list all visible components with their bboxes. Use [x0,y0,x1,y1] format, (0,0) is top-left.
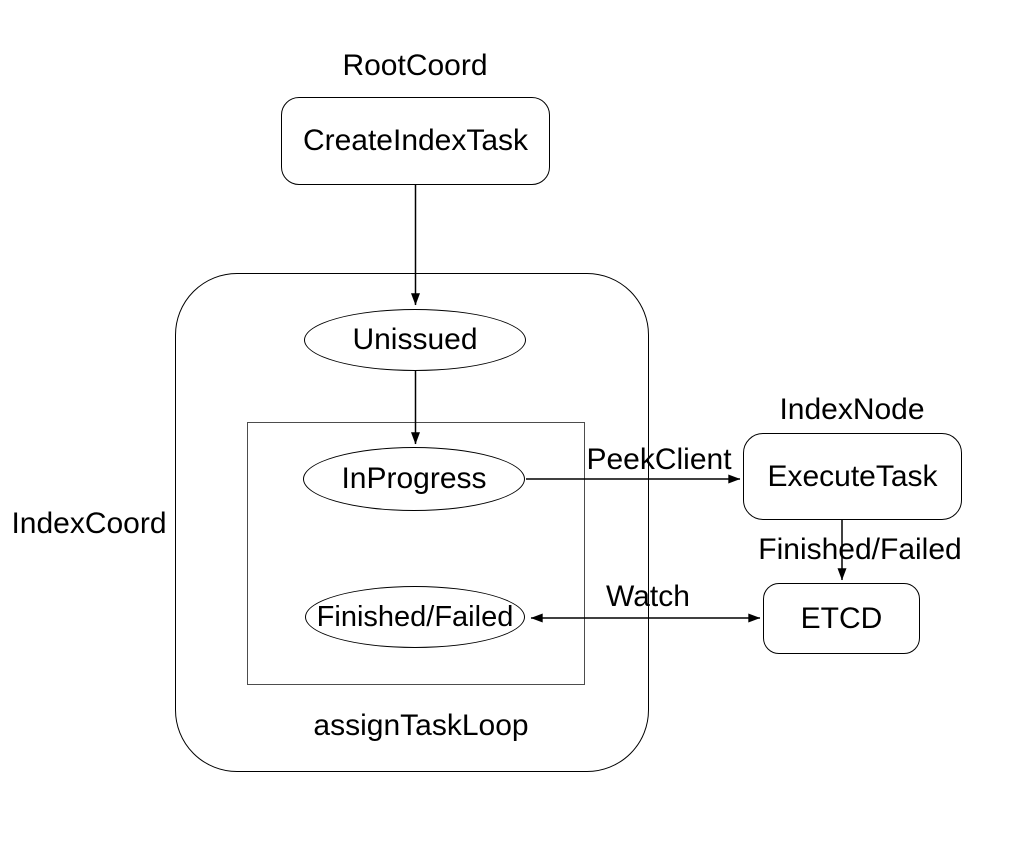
node-create-index-task: CreateIndexTask [281,97,550,185]
assign-task-loop-label: assignTaskLoop [313,709,529,742]
node-etcd: ETCD [763,583,920,654]
node-finished-failed: Finished/Failed [305,586,525,648]
node-unissued: Unissued [304,309,526,371]
node-create-index-task-label: CreateIndexTask [302,124,529,157]
index-coord-label: IndexCoord [11,507,167,540]
node-in-progress-label: InProgress [341,462,487,495]
node-execute-task-label: ExecuteTask [767,459,938,493]
indexcoord-container [175,273,649,772]
node-execute-task: ExecuteTask [743,433,962,520]
node-etcd-label: ETCD [800,601,883,635]
peek-client-edge-label: PeekClient [586,443,732,476]
root-coord-label: RootCoord [342,49,488,82]
node-in-progress: InProgress [303,447,525,511]
finished-failed-edge-label: Finished/Failed [758,533,962,566]
watch-edge-label: Watch [606,580,690,613]
node-unissued-label: Unissued [352,323,478,356]
node-finished-failed-label: Finished/Failed [316,600,514,633]
index-node-label: IndexNode [779,393,925,426]
